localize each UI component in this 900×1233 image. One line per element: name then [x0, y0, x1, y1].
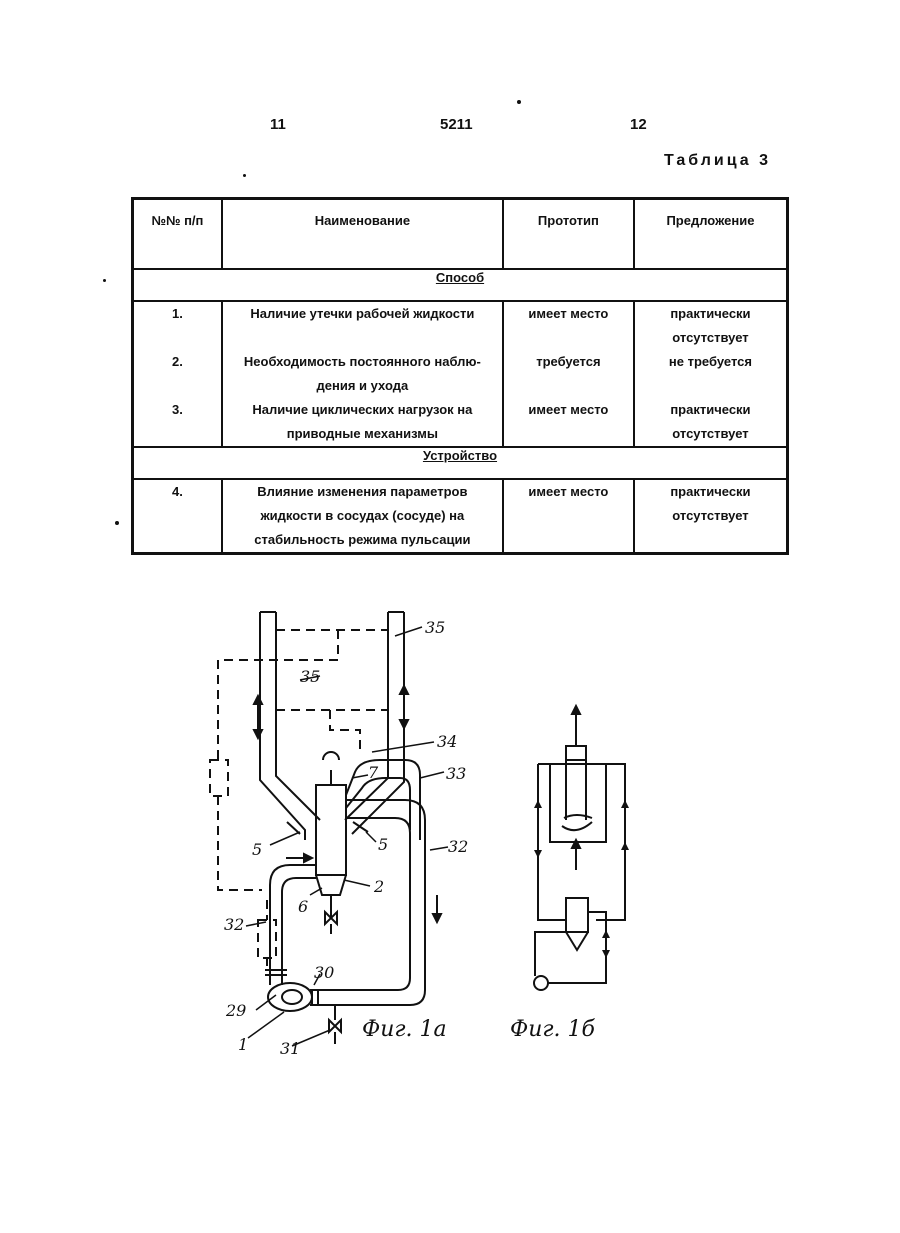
figure-1a-caption: Фиг. 1а [362, 1017, 447, 1042]
vessel-cone [316, 875, 346, 895]
pump [268, 983, 312, 1011]
label-2: 2 [373, 877, 384, 896]
figure-1b: Фиг. 1б [510, 706, 629, 1042]
left-tube-inner [276, 612, 320, 820]
label-30: 30 [314, 963, 334, 982]
figure-1b-caption: Фиг. 1б [510, 1017, 596, 1042]
label-1: 1 [238, 1035, 248, 1054]
left-tube [260, 612, 305, 840]
label-33: 33 [446, 764, 466, 783]
top-fitting [566, 746, 586, 760]
swirl-icon [562, 822, 592, 830]
label-32: 32 [224, 915, 244, 934]
hydrocyclone [566, 898, 588, 932]
label-6: 6 [298, 897, 308, 916]
label-5: 5 [252, 840, 262, 859]
label-35: 35 [300, 667, 320, 686]
figure-1a [260, 612, 425, 1044]
label-32: 32 [448, 837, 468, 856]
drain-valve-icon [329, 1020, 341, 1032]
label-5: 5 [378, 835, 388, 854]
right-tube [345, 612, 388, 820]
label-35: 35 [425, 618, 445, 637]
vessel [316, 785, 346, 875]
label-34: 34 [437, 732, 457, 751]
label-7: 7 [368, 763, 379, 782]
label-31: 31 [280, 1039, 300, 1058]
label-29: 29 [225, 1001, 246, 1020]
pump [534, 976, 548, 990]
hook-icon [323, 752, 339, 760]
